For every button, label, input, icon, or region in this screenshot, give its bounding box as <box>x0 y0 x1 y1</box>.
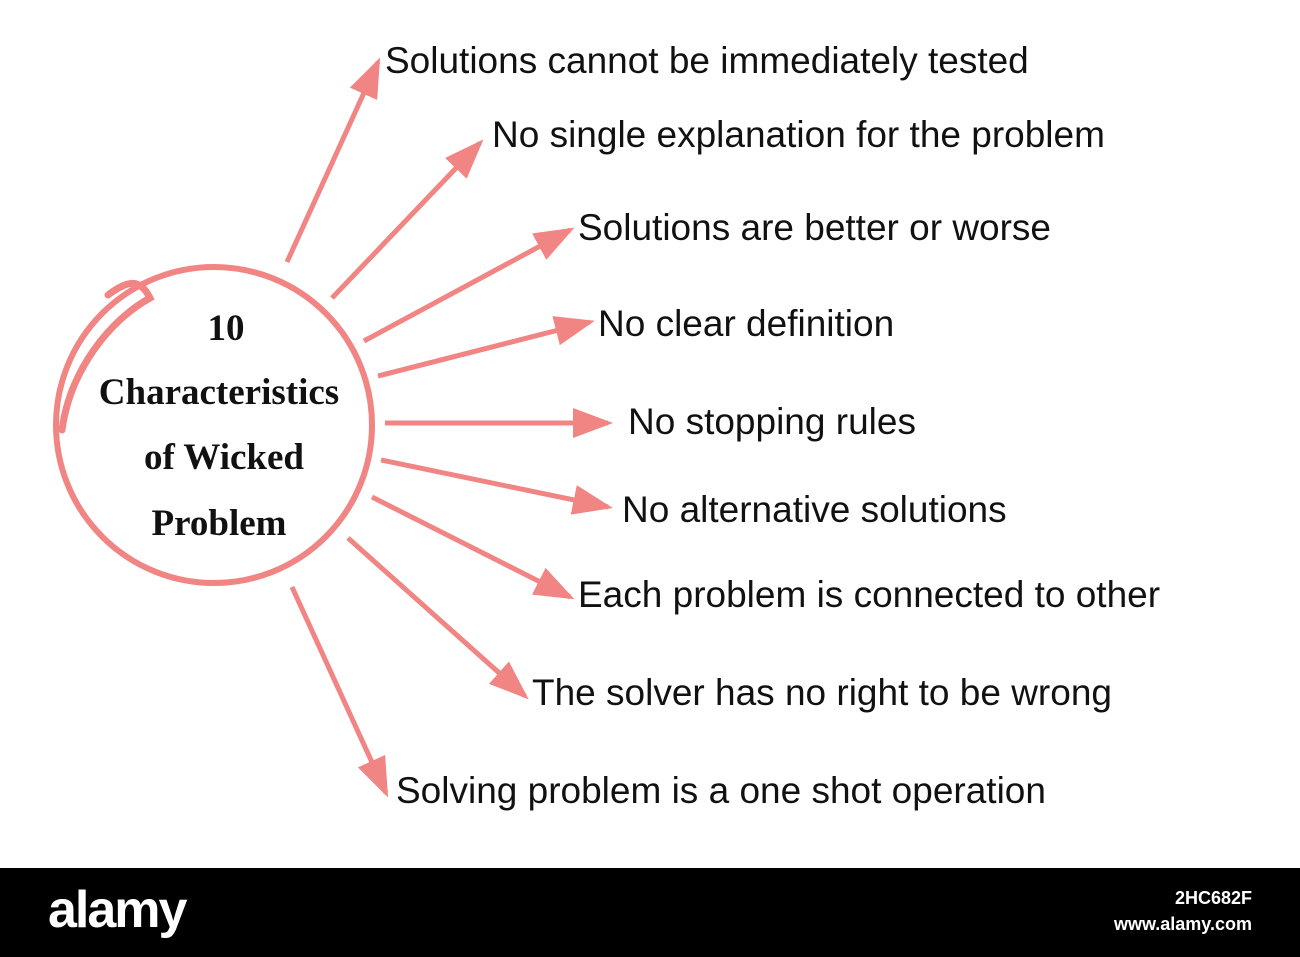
arrow-9 <box>289 585 389 798</box>
characteristic-label-2: No single explanation for the problem <box>492 114 1105 155</box>
wicked-problem-diagram: 10 Characteristics of Wicked Problem Sol… <box>53 40 1160 811</box>
center-swirl <box>58 279 155 434</box>
characteristic-label-4: No clear definition <box>598 303 894 344</box>
center-title-line-2: Characteristics <box>99 372 339 413</box>
characteristics-list: Solutions cannot be immediately tested N… <box>385 40 1160 811</box>
arrow-6 <box>380 457 613 515</box>
arrow-3 <box>362 227 575 344</box>
alamy-logo: alamy <box>48 881 187 939</box>
center-circle <box>53 264 375 586</box>
center-title-line-4: Problem <box>152 503 287 544</box>
arrow-8 <box>346 536 529 700</box>
arrow-1 <box>284 57 381 264</box>
characteristic-label-5: No stopping rules <box>628 401 916 442</box>
center-node: 10 Characteristics of Wicked Problem <box>53 264 375 586</box>
stock-footer-bar: alamy 2HC682F www.alamy.com <box>0 868 1300 957</box>
characteristic-label-3: Solutions are better or worse <box>578 207 1051 248</box>
characteristic-label-7: Each problem is connected to other <box>578 574 1160 615</box>
characteristic-label-6: No alternative solutions <box>622 489 1007 530</box>
image-id-label: 2HC682F <box>1174 888 1252 908</box>
site-url-label: www.alamy.com <box>1113 914 1252 934</box>
characteristic-label-8: The solver has no right to be wrong <box>532 672 1112 713</box>
center-title-line-3: of Wicked <box>144 437 304 478</box>
arrow-2 <box>330 139 484 300</box>
arrow-4 <box>377 316 595 379</box>
center-title-line-1: 10 <box>208 308 245 349</box>
characteristic-label-1: Solutions cannot be immediately tested <box>385 40 1029 81</box>
characteristic-label-9: Solving problem is a one shot operation <box>396 770 1046 811</box>
arrow-7 <box>370 494 575 600</box>
arrows <box>284 57 613 798</box>
